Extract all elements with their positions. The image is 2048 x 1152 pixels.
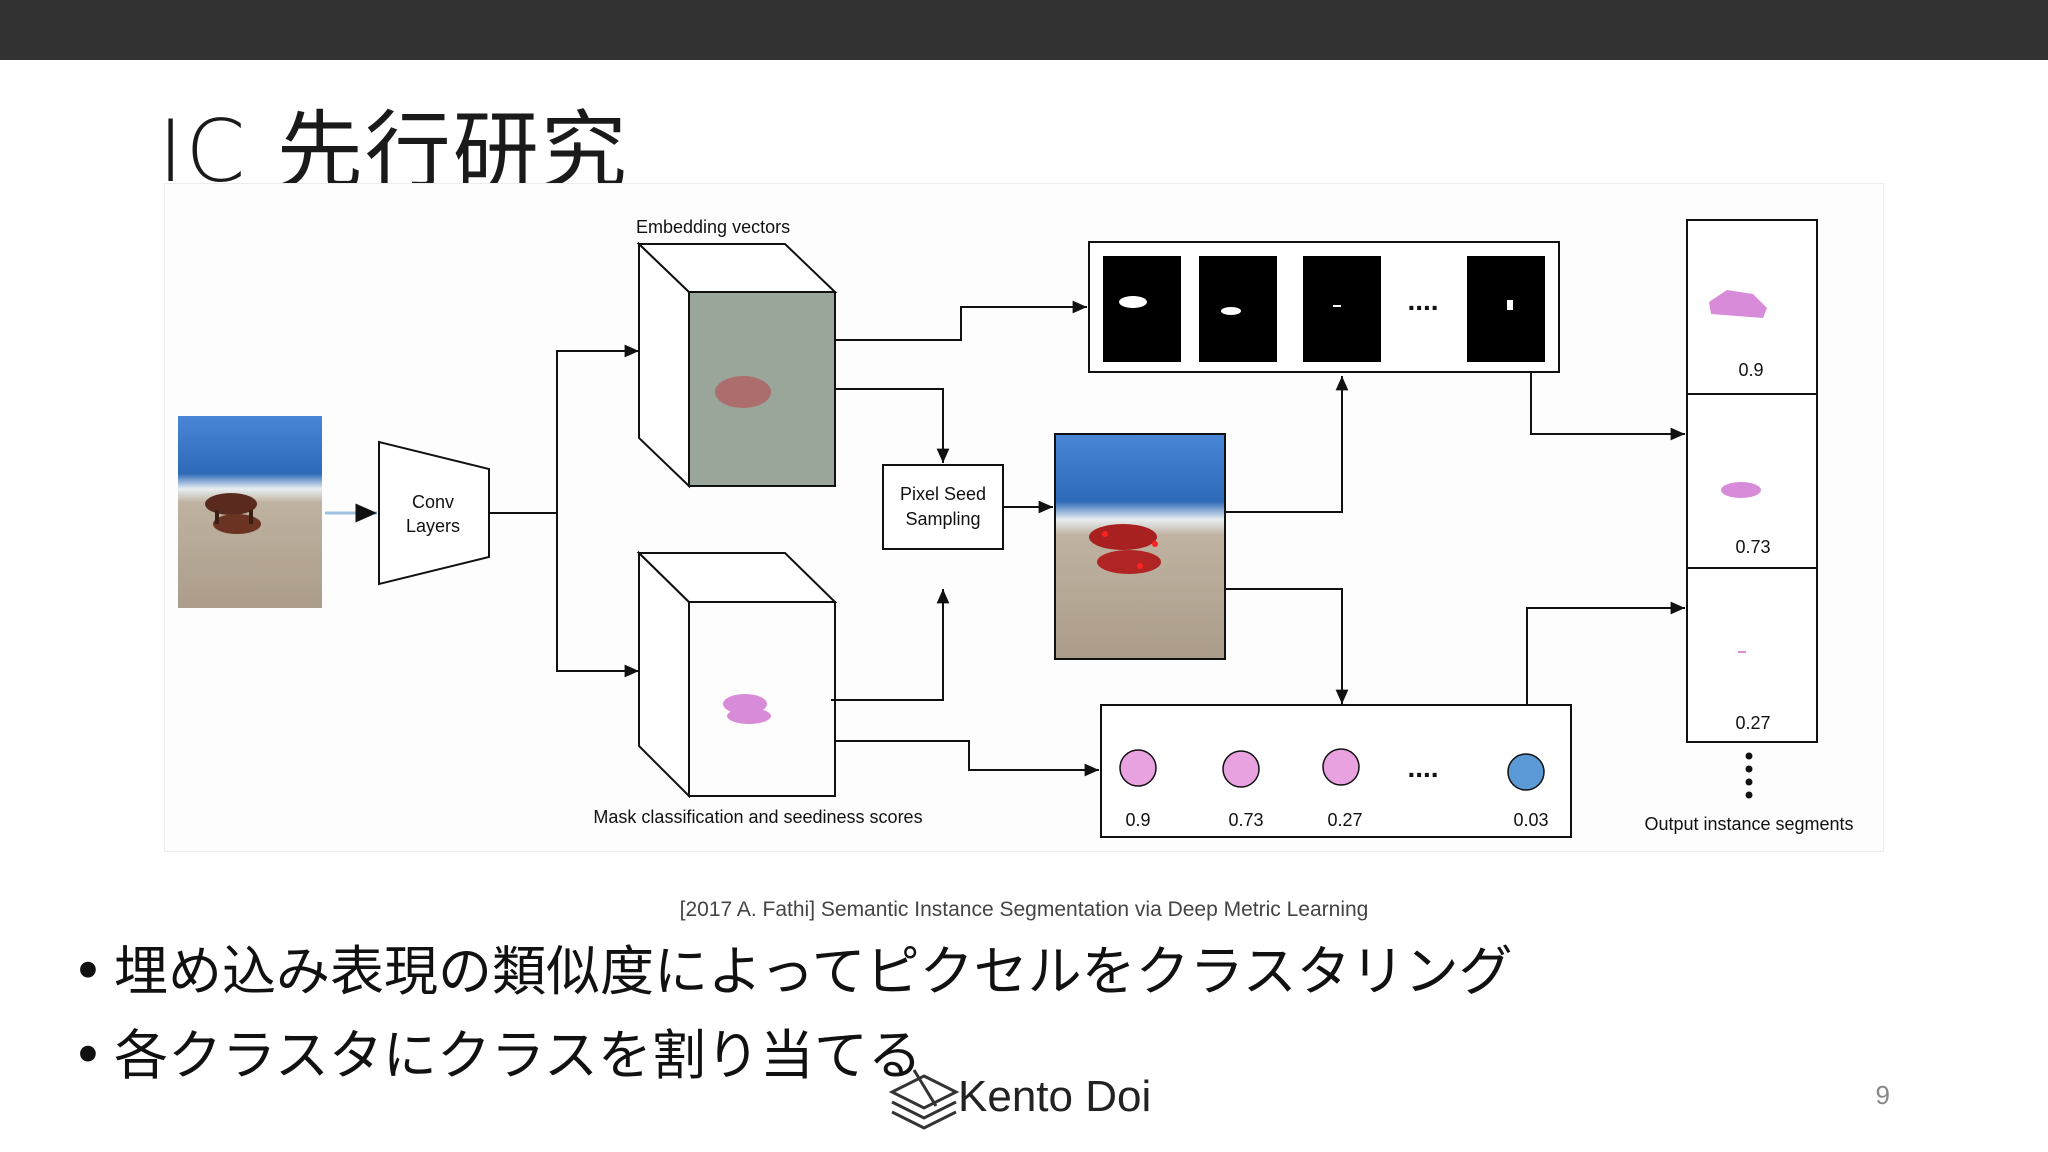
brand-name: Kento Doi xyxy=(958,1072,1152,1121)
bullet-item: 各クラスタにクラスを割り当てる xyxy=(72,1014,1513,1098)
mask-tile xyxy=(1467,256,1545,362)
seed-score: 0.27 xyxy=(1327,810,1362,830)
slide-title: IC 先行研究 xyxy=(158,102,629,184)
embedding-label: Embedding vectors xyxy=(636,217,790,237)
embedding-cube xyxy=(636,241,838,489)
seed-ellipsis: .... xyxy=(1407,752,1438,783)
mask-label: Mask classification and seediness scores xyxy=(593,807,922,827)
conv-layers-block xyxy=(378,440,490,586)
conv-label-2: Layers xyxy=(406,516,460,536)
seed-score: 0.03 xyxy=(1513,810,1548,830)
bullet-item: 埋め込み表現の類似度によってピクセルをクラスタリング xyxy=(72,930,1513,1014)
output-label: Output instance segments xyxy=(1644,814,1853,834)
conv-label-1: Conv xyxy=(412,492,454,512)
seed-score: 0.9 xyxy=(1125,810,1150,830)
figure-caption: [2017 A. Fathi] Semantic Instance Segmen… xyxy=(679,898,1369,921)
top-bar xyxy=(0,0,2048,60)
architecture-figure: Conv Layers Embedding vectors Mask class… xyxy=(164,183,1884,852)
pixel-seed-label-1: Pixel Seed xyxy=(900,484,986,504)
output-score: 0.73 xyxy=(1735,537,1770,557)
input-image xyxy=(178,416,322,608)
mask-cube xyxy=(636,550,838,799)
bullet-list: 埋め込み表現の類似度によってピクセルをクラスタリング 各クラスタにクラスを割り当… xyxy=(72,930,1513,1098)
seed-circle xyxy=(1322,748,1360,786)
pixel-seed-label-2: Sampling xyxy=(905,509,980,529)
brand-logo-icon xyxy=(888,1069,960,1130)
output-segments xyxy=(1686,219,1818,743)
mask-ellipsis: .... xyxy=(1407,285,1438,316)
seed-score: 0.73 xyxy=(1228,810,1263,830)
output-score: 0.27 xyxy=(1735,713,1770,733)
page-number: 9 xyxy=(1875,1080,1890,1110)
seeded-image xyxy=(1054,433,1226,660)
architecture-diagram: Conv Layers Embedding vectors Mask class… xyxy=(178,217,1854,838)
mask-tile xyxy=(1103,256,1181,362)
output-score: 0.9 xyxy=(1738,360,1763,380)
seed-circle xyxy=(1222,750,1260,788)
pixel-seed-block xyxy=(882,464,1004,550)
seed-circle xyxy=(1507,753,1545,791)
seed-circle xyxy=(1119,749,1157,787)
mask-tile xyxy=(1303,256,1381,362)
vertical-ellipsis xyxy=(1745,752,1753,799)
